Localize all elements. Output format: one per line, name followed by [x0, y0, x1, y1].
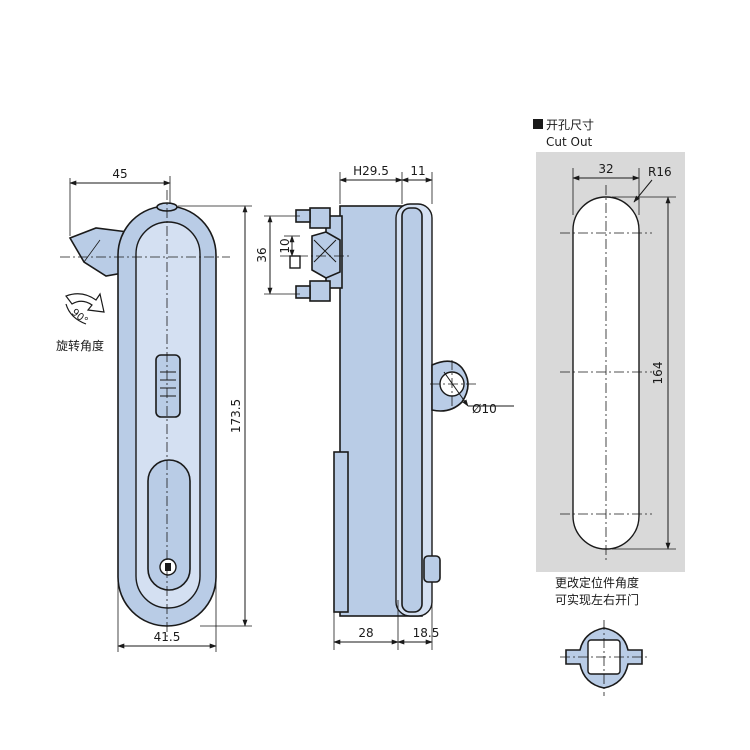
- grip-slot: [155, 354, 181, 418]
- latch-assembly: [289, 207, 343, 302]
- cutout-note-line1: 更改定位件角度: [555, 575, 639, 590]
- rotation-angle-value: 90°: [69, 307, 90, 327]
- dim-latch-width: 10: [278, 238, 292, 253]
- side-view: H29.5 11 36 10 Ø10 28 18.5: [255, 164, 514, 650]
- dim-height: 173.5: [229, 399, 243, 433]
- front-view: 45 173.5 41.5 90° 旋转角度: [56, 167, 252, 652]
- cutout-dim-radius: R16: [648, 165, 672, 179]
- cutout-title-en: Cut Out: [546, 135, 593, 149]
- cutout-dim-width: 32: [598, 162, 613, 176]
- lower-plate: [333, 451, 349, 613]
- cutout-note-line2: 可实现左右开门: [555, 592, 639, 607]
- cutout-view: 开孔尺寸 Cut Out 32 R16 164 更改定位件角度 可实现左右开门: [533, 118, 685, 696]
- dim-width-bottom: 41.5: [154, 630, 181, 644]
- dim-depth-bottom: 28: [358, 626, 373, 640]
- dim-flange-bottom: 18.5: [413, 626, 440, 640]
- cutout-marker-icon: [533, 119, 543, 129]
- lever-recess: [147, 459, 191, 591]
- dim-hole-diameter: Ø10: [472, 402, 497, 416]
- cutout-dim-height: 164: [651, 362, 665, 385]
- cutout-title-cn: 开孔尺寸: [546, 118, 594, 132]
- dim-latch-span: 36: [255, 247, 269, 262]
- dim-width-top: 45: [112, 167, 127, 181]
- rotation-angle-label: 旋转角度: [56, 338, 104, 353]
- positioning-part: [560, 620, 650, 696]
- dim-depth-top: H29.5: [353, 164, 389, 178]
- dim-flange-top: 11: [410, 164, 425, 178]
- rotation-arrow-icon: [65, 292, 105, 325]
